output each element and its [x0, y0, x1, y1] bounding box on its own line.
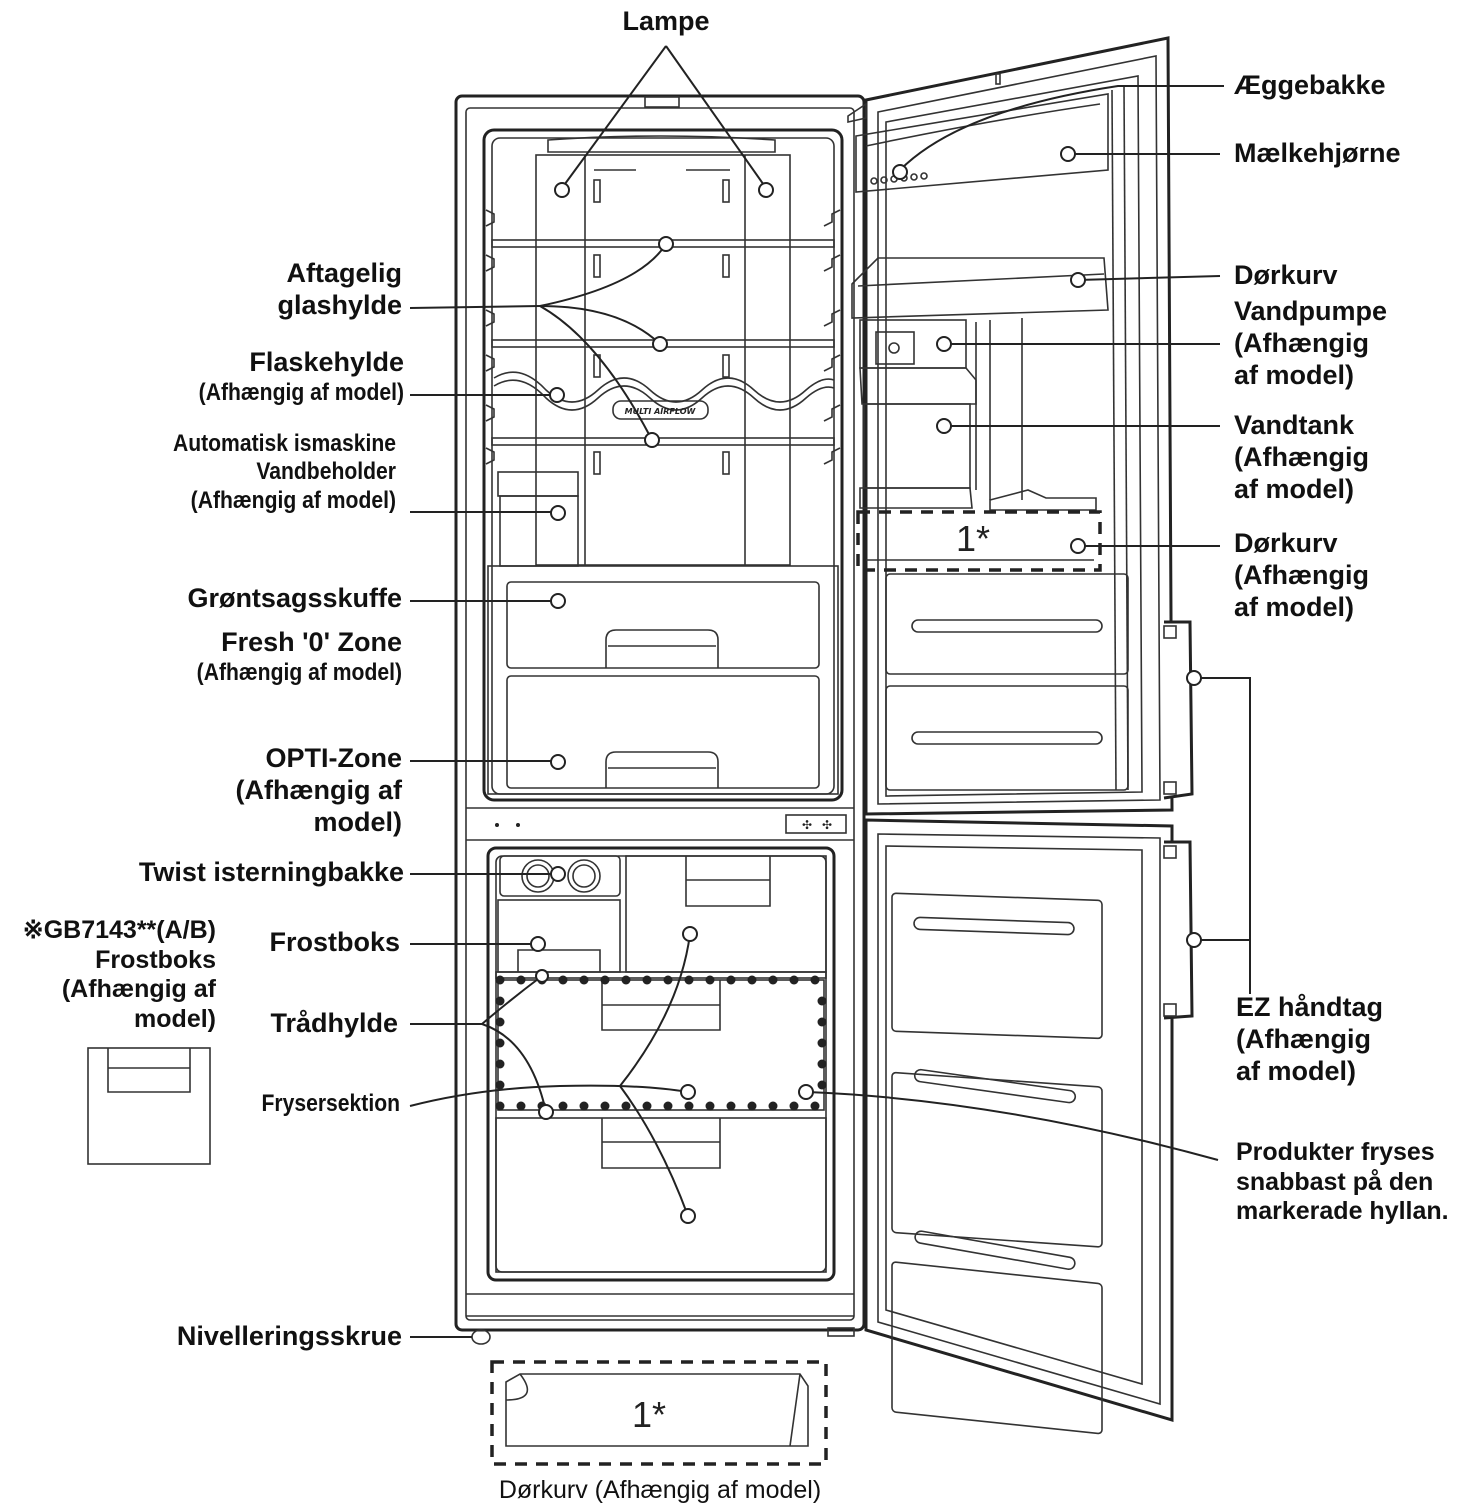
wire-shelf-bead	[663, 975, 673, 985]
gb7143-frost-box	[87, 1047, 211, 1165]
label-frysersektion: Frysersektion	[261, 1090, 400, 1117]
ez-handle-lower[interactable]	[1163, 840, 1194, 1020]
wire-shelf-bead	[817, 996, 827, 1006]
bottom-door-basket-outline	[490, 1360, 828, 1466]
wire-shelf-bead	[663, 1101, 673, 1111]
wire-shelf-bead	[600, 975, 610, 985]
wire-shelf-bead	[495, 996, 505, 1006]
label-fresh-zone: Fresh '0' Zone (Afhængig af model)	[196, 627, 402, 686]
wire-shelf-highlight	[495, 975, 827, 1111]
twist-ice-tray	[499, 855, 621, 897]
wire-shelf-bead	[579, 1101, 589, 1111]
wire-shelf-bead	[810, 975, 820, 985]
crisper-drawer	[506, 581, 820, 669]
label-ismaskine: Automatisk ismaskine Vandbeholder (Afhæn…	[172, 430, 396, 514]
fridge-compartment	[482, 128, 844, 802]
ez-handle-upper[interactable]	[1163, 620, 1194, 800]
leader-lines	[409, 45, 1251, 1338]
wire-shelf-bead	[516, 975, 526, 985]
wire-shelf-bead	[495, 1017, 505, 1027]
wire-shelf-bead	[495, 1080, 505, 1090]
wire-shelf-bead	[621, 975, 631, 985]
wire-shelf-bead	[768, 975, 778, 985]
wire-shelf-bead	[558, 975, 568, 985]
wire-shelf-bead	[495, 975, 505, 985]
wire-shelf-bead	[621, 1101, 631, 1111]
freezer-door	[864, 818, 1174, 1423]
dairy-corner	[855, 93, 1109, 193]
wire-shelf-bead	[495, 1101, 505, 1111]
wire-shelf-bead	[684, 1101, 694, 1111]
freezer-lower-drawer	[495, 1117, 827, 1273]
wire-shelf-bead	[789, 1101, 799, 1111]
wire-shelf-bead	[789, 975, 799, 985]
label-twist-isterningbakke: Twist isterningbakke	[138, 857, 404, 887]
marker-door-basket: 1*	[956, 518, 991, 559]
wire-shelf-bead	[726, 975, 736, 985]
wire-shelf-bead	[747, 1101, 757, 1111]
wire-shelf-bead	[600, 1101, 610, 1111]
svg-text:✣: ✣	[802, 818, 812, 832]
wire-shelf-bead	[642, 1101, 652, 1111]
wire-shelf-bead	[810, 1101, 820, 1111]
label-flaskehylde: Flaskehylde (Afhængig af model)	[198, 347, 404, 406]
callout-dots	[530, 146, 1202, 1224]
door-shelf-2	[885, 685, 1129, 791]
leveling-screw	[471, 1329, 491, 1345]
wire-shelf-bead	[516, 1101, 526, 1111]
wire-shelf-bead	[579, 975, 589, 985]
freezer-door-shelf-3	[891, 1261, 1103, 1435]
freezer-door-shelf-1	[891, 892, 1103, 1040]
wire-shelf-bead	[495, 1059, 505, 1069]
wire-shelf-bead	[747, 975, 757, 985]
label-maelkehjorne: Mælkehjørne	[1234, 138, 1401, 168]
label-nivelleringsskrue: Nivelleringsskrue	[176, 1321, 402, 1351]
wire-shelf-bead	[768, 1101, 778, 1111]
label-aeggebakke: Æggebakke	[1234, 70, 1386, 100]
label-grontsagsskuffe: Grøntsagsskuffe	[187, 583, 402, 613]
freezer-compartment	[486, 846, 836, 1282]
wire-shelf-bead	[684, 975, 694, 985]
door-basket-optional	[856, 510, 1102, 572]
wire-shelf-bead	[705, 1101, 715, 1111]
multi-airflow-badge	[612, 400, 709, 420]
label-tradhylde: Trådhylde	[270, 1008, 398, 1038]
door-shelf-1	[885, 573, 1129, 675]
wire-shelf-bead	[642, 975, 652, 985]
wire-shelf-bead	[495, 1038, 505, 1048]
label-lampe: Lampe	[622, 6, 710, 36]
label-frostboks: Frostboks	[269, 927, 400, 957]
wire-shelf-bead	[817, 1080, 827, 1090]
opti-zone-drawer	[506, 675, 820, 789]
wire-shelf-bead	[817, 1017, 827, 1027]
svg-text:✣: ✣	[822, 818, 832, 832]
wire-shelf-bead	[705, 975, 715, 985]
wire-shelf-bead	[558, 1101, 568, 1111]
door-basket-upper	[851, 257, 1109, 319]
marker-bottom-basket: 1*	[632, 1394, 667, 1435]
wire-shelf-bead	[817, 1059, 827, 1069]
wire-shelf-bead	[817, 1038, 827, 1048]
label-dorkurv-bottom: Dørkurv (Afhængig af model)	[498, 1476, 822, 1504]
wire-shelf-bead	[726, 1101, 736, 1111]
multi-airflow-text: MULTI AIRFLOW	[625, 407, 697, 416]
label-dorkurv-upper: Dørkurv	[1234, 260, 1338, 290]
